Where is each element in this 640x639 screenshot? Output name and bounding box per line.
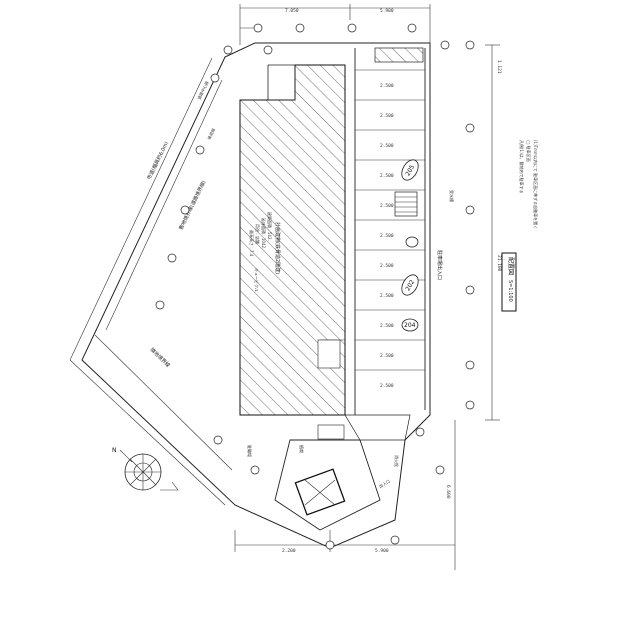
top-dimension-lines: 7.050 5.900 <box>239 4 431 45</box>
right-dim: 1.121 <box>496 60 502 74</box>
building-line-1: 建築面積 : 542. <box>267 212 273 241</box>
grid-bubble <box>390 535 400 545</box>
grid-bubble <box>465 205 475 215</box>
stall-dim-label: 2.500 <box>380 383 394 389</box>
parking-mark-1: 205 <box>404 164 416 178</box>
grid-bubble <box>155 300 165 310</box>
annotation-7: 受水槽 <box>449 190 455 202</box>
sheet-title: 配置図 <box>507 257 514 275</box>
grid-bubble <box>210 73 220 83</box>
grid-bubble <box>347 23 357 33</box>
road-label-northwest: 市道(幅員約6.0m) <box>146 140 171 181</box>
grid-bubble <box>250 465 260 475</box>
grid-bubble <box>253 23 263 33</box>
grid-bubble <box>465 285 475 295</box>
grid-bubble <box>407 23 417 33</box>
annotation-3: 駐輪場 <box>247 445 253 457</box>
title-block: 配置図 S=1:100 凡例(1)は、敷地内で駐車する ◯ 駐車区画 (1)Tm… <box>501 140 539 312</box>
building-footprint: 計画建物(鉄骨造2階建) 建築面積 : 542. 延床面積 : 1042. 用途… <box>239 64 346 416</box>
stall-dim-label: 2.500 <box>380 233 394 239</box>
building-title: 計画建物(鉄骨造2階建) <box>274 222 281 274</box>
grid-bubble <box>465 400 475 410</box>
parking-marks: 205 202 204 <box>401 159 419 332</box>
building-line-3: 用途 : 店舗 <box>255 224 261 244</box>
grid-bubble <box>435 465 445 475</box>
bottom-dim-1: 2.200 <box>282 548 296 554</box>
north-label: N <box>112 447 117 454</box>
grid-bubbles <box>155 23 475 550</box>
legend-line-1: 凡例(1)は、敷地内で駐車する <box>519 140 525 194</box>
bottom-dim-3: 6.600 <box>445 485 451 499</box>
annotation-1: 道路中心線 <box>196 80 210 101</box>
parking-mark-3: 204 <box>404 322 416 329</box>
bottom-dim-2: 5.900 <box>375 548 389 554</box>
road-label-east: 駐車場出入口 <box>436 250 443 280</box>
annotation-6: 消火栓 <box>394 455 400 467</box>
grid-bubble <box>180 205 190 215</box>
building-line-2: 延床面積 : 1042. <box>261 218 267 249</box>
grid-bubble <box>167 253 177 263</box>
grid-bubble <box>263 45 273 55</box>
annotation-5: 出入口 <box>378 478 391 489</box>
stall-dim-label: 2.500 <box>380 263 394 269</box>
parking-area: 2.500 2.500 2.500 2.500 2.500 2.500 2.500 2.500… <box>354 47 426 415</box>
stall-dim-label: 2.500 <box>380 203 394 209</box>
road-label-southwest: 隣地境界線 <box>149 346 172 368</box>
stall-dim-label: 2.500 <box>380 143 394 149</box>
stall-dim-label: 2.500 <box>380 323 394 329</box>
sheet-scale: S=1:100 <box>507 280 513 302</box>
top-dim-1: 7.050 <box>285 8 299 14</box>
grid-bubble <box>415 427 425 437</box>
stall-dim-label: 2.500 <box>380 353 394 359</box>
overall-dim: 21.100 <box>496 255 502 272</box>
right-dimension-line: 21.100 1.121 <box>485 44 502 421</box>
grid-bubble <box>465 123 475 133</box>
grid-bubble <box>465 360 475 370</box>
annotation-2: 後退線 <box>206 127 217 140</box>
grid-bubble <box>325 540 335 550</box>
grid-bubble <box>195 145 205 155</box>
stall-dim-label: 2.500 <box>380 113 394 119</box>
building-line-4: 最高高さ : 7.4 <box>249 230 255 257</box>
top-dim-2: 5.900 <box>380 8 394 14</box>
stall-dim-label: 2.500 <box>380 173 394 179</box>
grid-bubble <box>440 40 450 50</box>
site-boundary <box>69 42 431 549</box>
road-label-west: 敷地境界線(道路境界線) <box>178 179 208 231</box>
stall-dim-label: 2.500 <box>380 83 394 89</box>
parking-mark-2: 202 <box>404 279 416 293</box>
legend-line-3: (1)Tmm以内にて 駐車区画に準ずる自動車を置く <box>533 140 539 229</box>
legend-line-2: ◯ 駐車区画 <box>526 140 532 162</box>
grid-bubble <box>295 23 305 33</box>
grid-bubble <box>465 40 475 50</box>
entrance-structure <box>274 414 411 531</box>
grid-bubble <box>223 45 233 55</box>
annotation-8: キュービクル <box>254 268 260 292</box>
grid-bubble <box>213 435 223 445</box>
stall-dim-label: 2.500 <box>380 293 394 299</box>
annotation-4: 植栽 <box>299 445 305 453</box>
north-arrow: N <box>112 447 179 491</box>
